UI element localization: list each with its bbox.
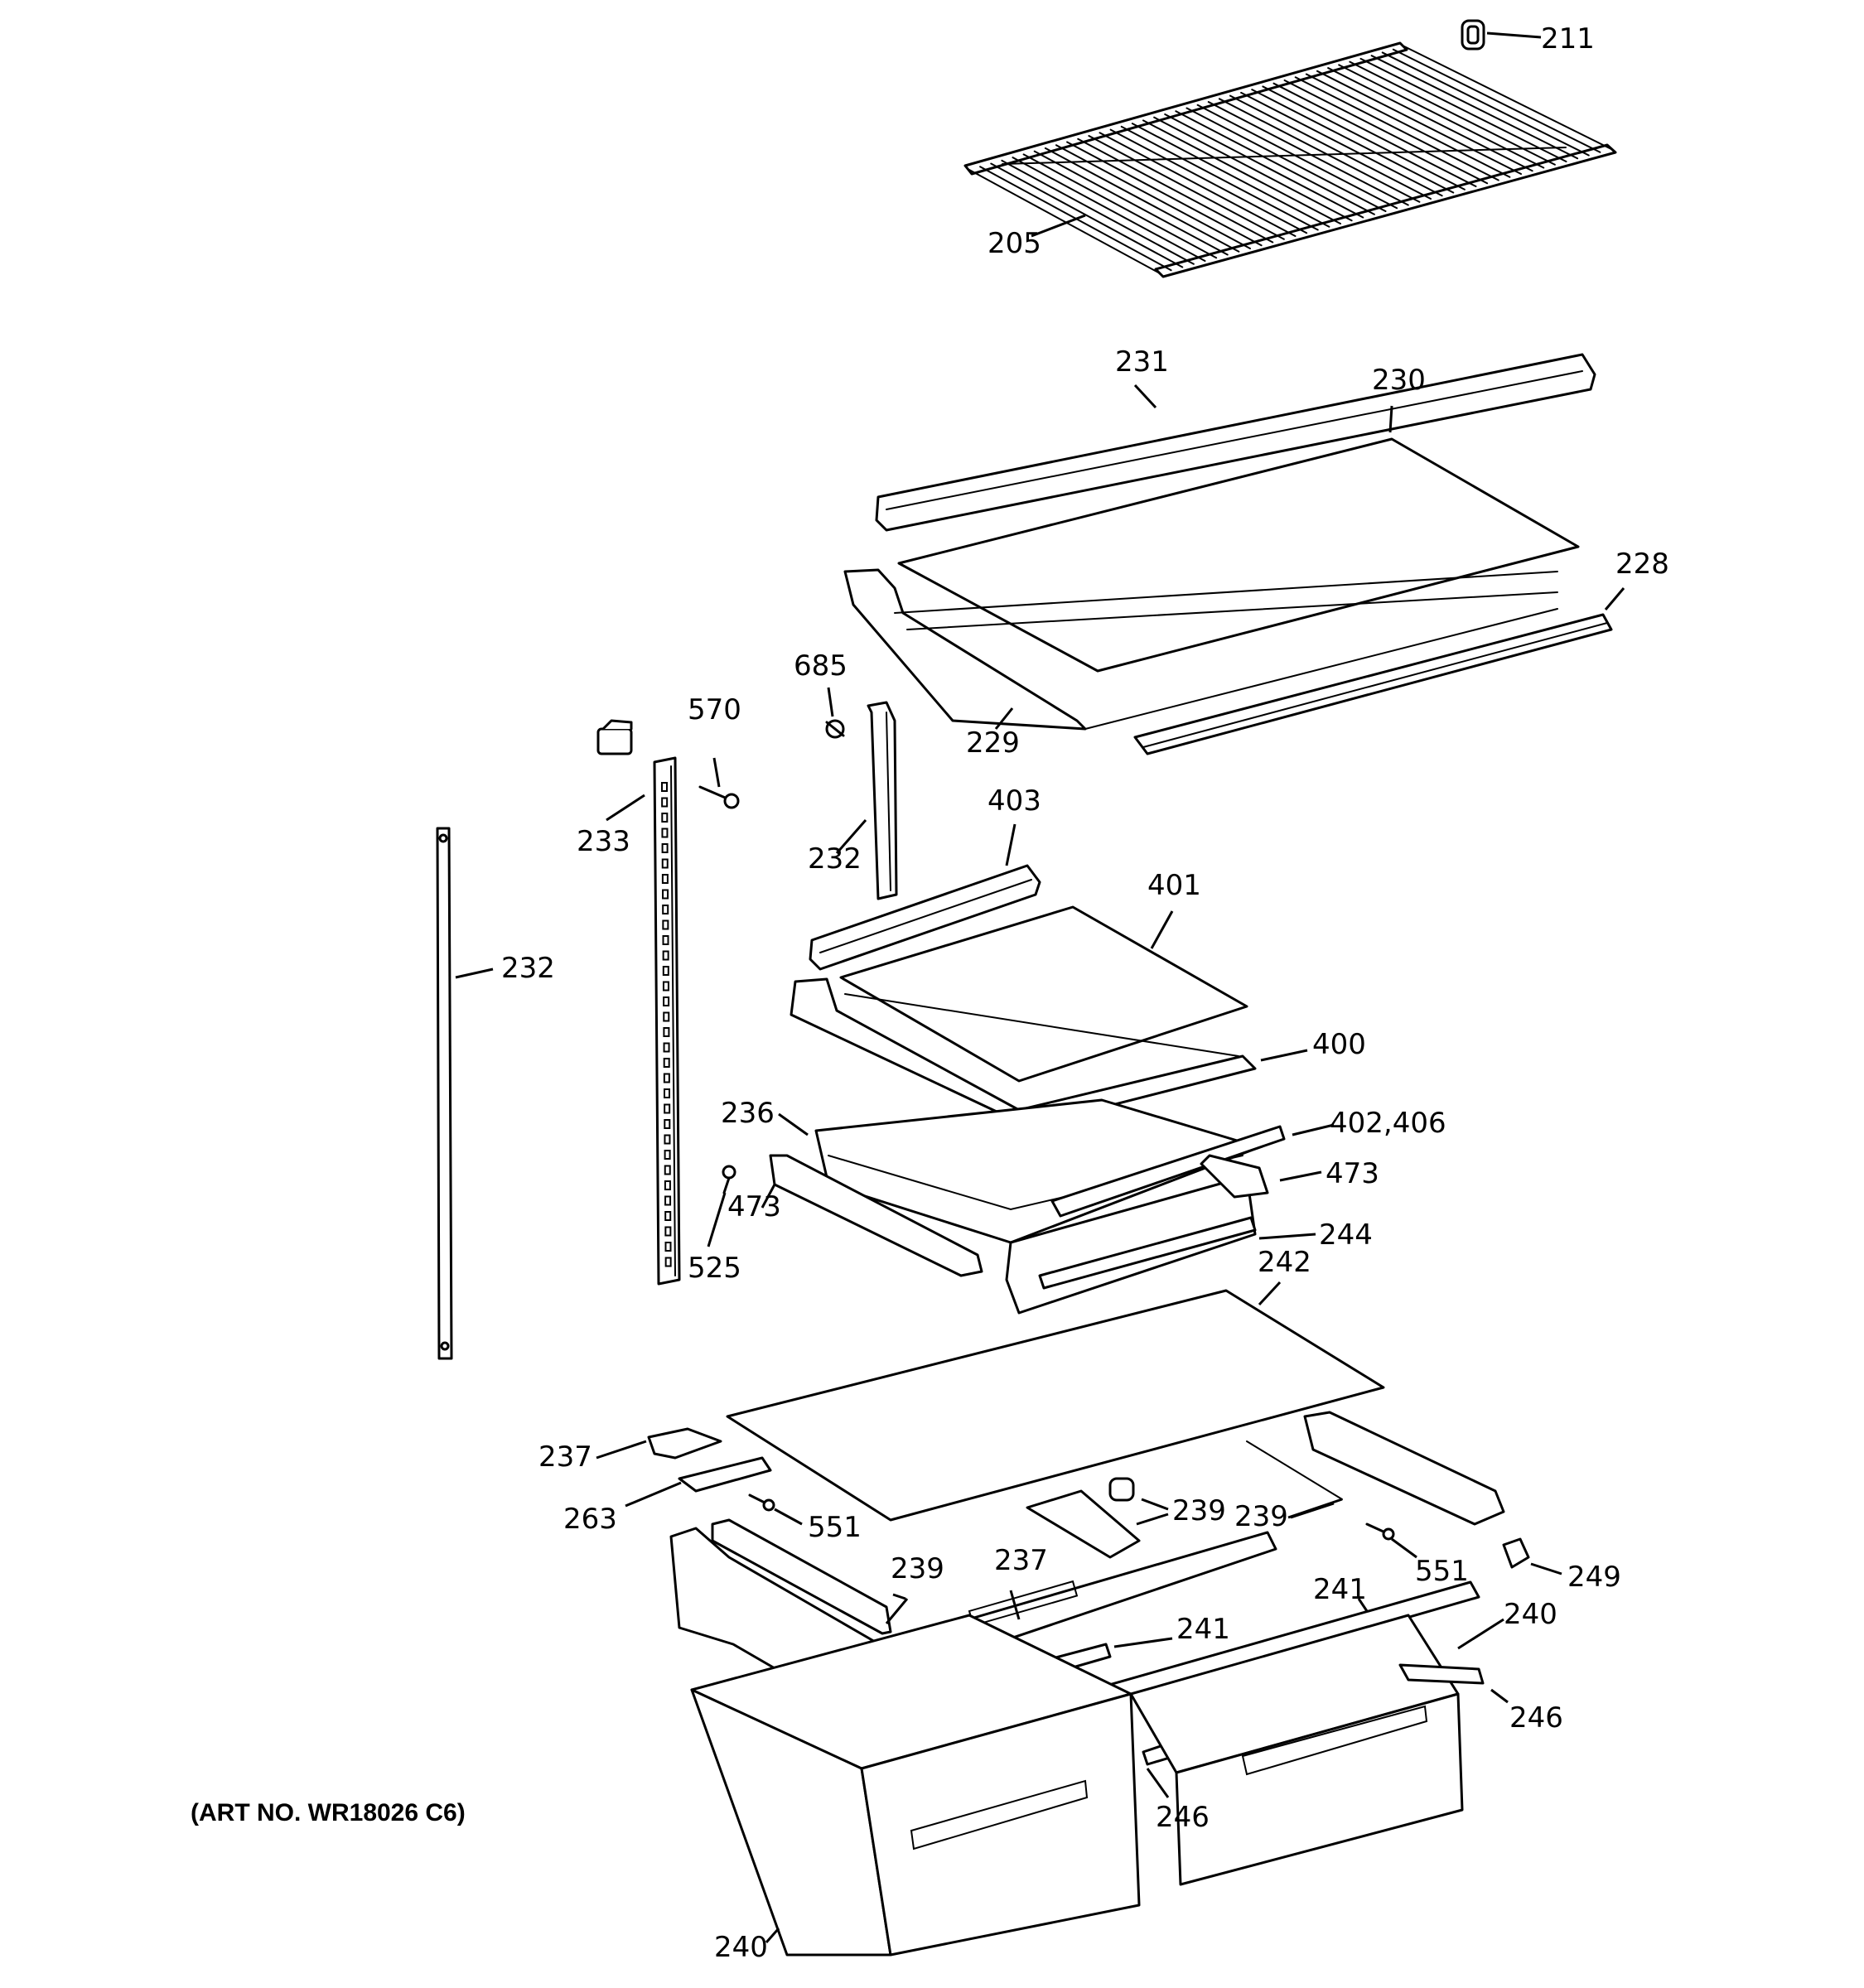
- support-right-rail: [1246, 1411, 1505, 1526]
- callout-403: 403: [988, 784, 1041, 818]
- callout-241-center: 241: [1176, 1613, 1230, 1646]
- callout-249: 249: [1567, 1561, 1621, 1594]
- crisper-cover-assembly: [769, 1098, 1286, 1315]
- shelf-ladder-rail-rear: [867, 701, 898, 900]
- callout-236: 236: [721, 1097, 775, 1130]
- callout-229: 229: [966, 726, 1020, 760]
- callout-232-center: 232: [808, 842, 862, 876]
- callout-231: 231: [1115, 345, 1169, 379]
- callout-473-left: 473: [727, 1190, 781, 1223]
- callout-551-right: 551: [1415, 1555, 1469, 1588]
- callout-551-left: 551: [808, 1511, 862, 1544]
- crisper-cover-glass: [726, 1289, 1385, 1522]
- callout-239-left: 239: [891, 1552, 944, 1585]
- callout-237-center: 237: [994, 1544, 1048, 1577]
- callout-230: 230: [1372, 364, 1426, 397]
- center-support-239: [1026, 1477, 1141, 1559]
- shelf-bumper: [1461, 19, 1485, 51]
- screw-525: [722, 1165, 736, 1194]
- middle-glass-shelf: [790, 864, 1257, 1128]
- callout-401: 401: [1147, 869, 1201, 902]
- callout-570: 570: [688, 693, 741, 726]
- callout-240-left: 240: [714, 1931, 768, 1964]
- callout-240-right: 240: [1504, 1598, 1557, 1631]
- support-left-263: [678, 1456, 772, 1493]
- callout-402-406: 402,406: [1330, 1107, 1446, 1140]
- callout-244: 244: [1319, 1218, 1373, 1252]
- callout-232-left: 232: [501, 952, 555, 985]
- callout-263: 263: [563, 1503, 617, 1536]
- leader-lines: [455, 31, 1625, 1943]
- callout-473-right: 473: [1326, 1157, 1379, 1190]
- art-number: (ART NO. WR18026 C6): [191, 1799, 466, 1826]
- callout-685: 685: [794, 649, 847, 683]
- screw-570: [698, 785, 740, 809]
- callout-205: 205: [988, 227, 1041, 260]
- callout-233: 233: [577, 825, 630, 858]
- callout-211: 211: [1541, 22, 1595, 55]
- callout-242: 242: [1258, 1246, 1311, 1279]
- shelf-ladder-rail-left: [436, 827, 453, 1360]
- screw-551-left: [748, 1493, 775, 1512]
- support-left-237: [647, 1427, 722, 1460]
- crisper-drawer-right: [1129, 1614, 1485, 1886]
- callout-246-right: 246: [1509, 1701, 1563, 1735]
- callout-239-center: 239: [1172, 1494, 1226, 1527]
- rail-clip: [596, 719, 633, 755]
- callout-237-left: 237: [538, 1440, 592, 1474]
- callout-246-center: 246: [1156, 1801, 1210, 1834]
- callout-labels: 211 205 231 230 228 229 685 570 233 232 …: [501, 22, 1669, 1964]
- callout-241-right: 241: [1313, 1573, 1367, 1606]
- crisper-drawer-left: [690, 1614, 1182, 1957]
- shelf-ladder-rail-center: [653, 756, 681, 1286]
- wire-shelf: [963, 41, 1617, 278]
- screw-551-right: [1365, 1522, 1395, 1541]
- drawer-stop: [1502, 1537, 1530, 1569]
- upper-glass-shelf: [843, 353, 1613, 755]
- screw-685: [825, 719, 845, 739]
- callout-400: 400: [1312, 1028, 1366, 1061]
- callout-239-right: 239: [1234, 1500, 1288, 1533]
- callout-525: 525: [688, 1252, 741, 1285]
- callout-228: 228: [1615, 548, 1669, 581]
